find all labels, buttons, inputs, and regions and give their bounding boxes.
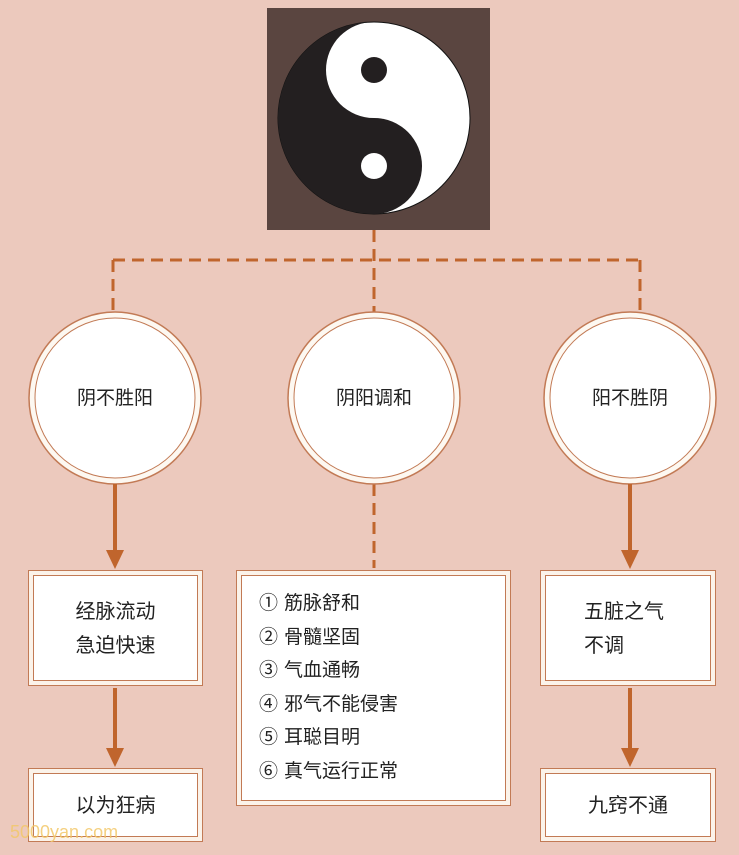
box-line: 急迫快速 — [75, 633, 156, 657]
node-yang-not-overcome-yin: 阳不胜阴 — [591, 387, 668, 409]
yin-yang-icon — [267, 8, 490, 230]
list-item: ③ 气血通畅 — [259, 659, 361, 681]
node-yin-not-overcome-yang: 阴不胜阳 — [76, 387, 153, 409]
node-circles — [28, 311, 717, 485]
box-line: 以为狂病 — [75, 793, 156, 817]
list-item: ⑤ 耳聪目明 — [259, 726, 361, 748]
center-list-box: ① 筋脉舒和 ② 骨髓坚固 ③ 气血通畅 ④ 邪气不能侵害 ⑤ 耳聪目明 ⑥ 真… — [237, 571, 510, 805]
list-item: ① 筋脉舒和 — [259, 592, 361, 614]
watermark: 5000yan.com — [10, 822, 119, 842]
list-item: ④ 邪气不能侵害 — [259, 692, 399, 715]
box-line: 五脏之气 — [584, 599, 664, 623]
arrows — [106, 484, 639, 767]
list-item: ⑥ 真气运行正常 — [259, 759, 399, 782]
right-effect-box: 五脏之气 不调 — [541, 571, 715, 685]
left-effect-box: 经脉流动 急迫快速 — [29, 571, 202, 685]
node-yin-yang-harmony: 阴阳调和 — [335, 387, 412, 409]
right-result-box: 九窍不通 — [541, 769, 715, 841]
box-line: 经脉流动 — [75, 599, 156, 623]
left-result-box: 以为狂病 — [29, 769, 202, 841]
box-line: 不调 — [584, 633, 624, 657]
dashed-connectors — [111, 230, 642, 568]
list-item: ② 骨髓坚固 — [259, 625, 361, 648]
box-line: 九窍不通 — [588, 793, 668, 817]
